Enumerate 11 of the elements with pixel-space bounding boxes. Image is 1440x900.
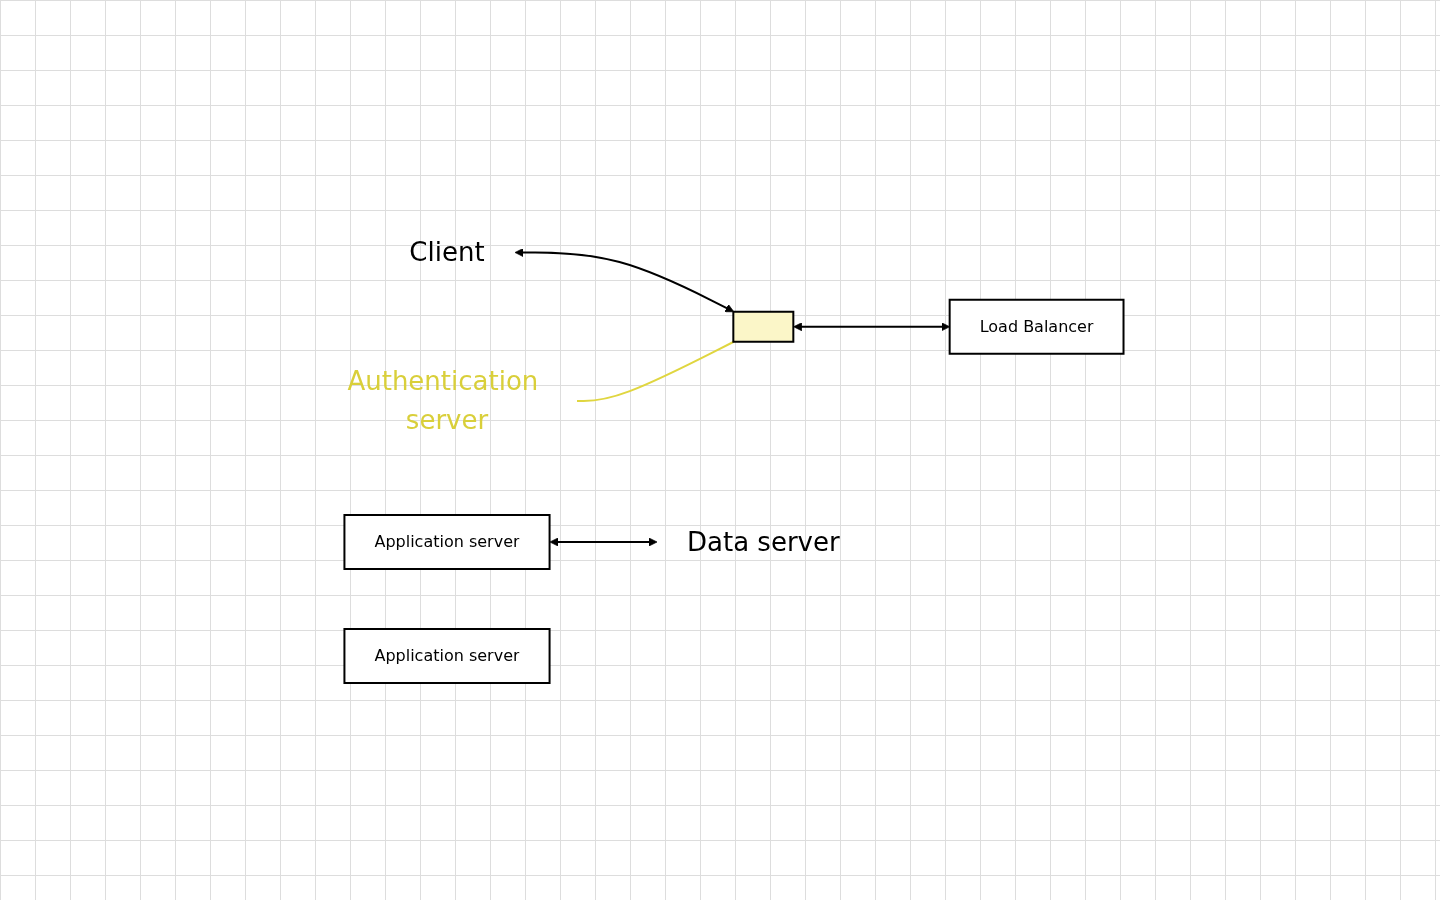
- node-box: Application server: [343, 627, 551, 684]
- node-text: Client: [409, 236, 485, 267]
- node-box: Load Balancer: [948, 298, 1125, 355]
- connector: [575, 340, 735, 402]
- node-text: Authentication server: [347, 365, 539, 435]
- node-box: [732, 310, 795, 343]
- node-box: Application server: [343, 513, 551, 570]
- arrow: [793, 321, 950, 331]
- arrow: [514, 247, 734, 312]
- arrow: [549, 537, 658, 546]
- node-text: Data server: [686, 526, 840, 556]
